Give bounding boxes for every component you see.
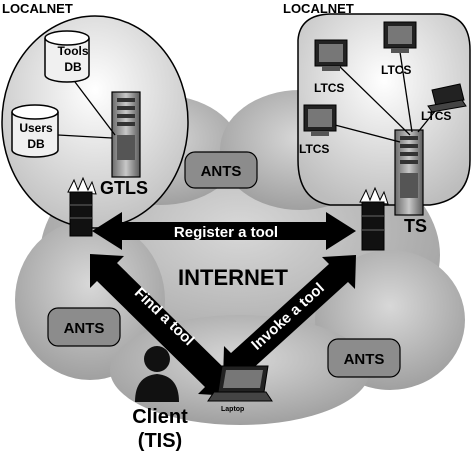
- laptop-caption: Laptop: [221, 406, 244, 413]
- ltcs-label-1: LTCS: [314, 81, 344, 95]
- ants-box-top: [184, 151, 258, 189]
- ltcs-connectors: [334, 51, 441, 143]
- client-name: Client: [132, 406, 188, 428]
- ltcs-workstation-icon: [303, 104, 337, 136]
- client-person-icon: [135, 346, 179, 402]
- right-localnet-title: LOCALNET: [283, 1, 354, 16]
- ts-server-icon: [394, 129, 424, 216]
- ants-box-left: [47, 307, 121, 347]
- db-connectors: [57, 81, 116, 139]
- gtls-label: GTLS: [100, 178, 148, 198]
- internet-label: INTERNET: [178, 265, 289, 290]
- client-laptop-icon: [207, 365, 273, 402]
- ltcs-label-2: LTCS: [381, 63, 411, 77]
- tools-db-icon: [44, 30, 90, 83]
- ltcs-workstation-icon: [383, 21, 417, 53]
- right-firewall-icon: [359, 186, 389, 251]
- ants-box-right: [327, 338, 401, 378]
- ltcs-label-4: LTCS: [299, 142, 329, 156]
- ts-label: TS: [404, 216, 427, 236]
- ants-label-left: ANTS: [64, 320, 105, 337]
- invoke-arrow: [223, 255, 356, 380]
- left-firewall-icon: [67, 176, 97, 237]
- client-role: (TIS): [138, 430, 182, 452]
- left-localnet-title: LOCALNET: [2, 1, 73, 16]
- ants-label-top: ANTS: [201, 163, 242, 180]
- find-arrow: [90, 254, 232, 396]
- users-db-label-line1: Users: [19, 121, 53, 135]
- gtls-server-icon: [111, 91, 141, 178]
- ltcs-laptop-icon: [427, 83, 467, 113]
- register-arrow-label: Register a tool: [174, 224, 278, 241]
- ltcs-workstation-icon: [314, 39, 348, 71]
- tools-db-label-line2: DB: [64, 60, 82, 74]
- users-db-icon: [11, 104, 59, 158]
- ltcs-label-3: LTCS: [421, 109, 451, 123]
- tools-db-label-line1: Tools: [57, 44, 88, 58]
- register-arrow: [92, 212, 356, 250]
- users-db-label-line2: DB: [27, 137, 45, 151]
- ants-label-right: ANTS: [344, 351, 385, 368]
